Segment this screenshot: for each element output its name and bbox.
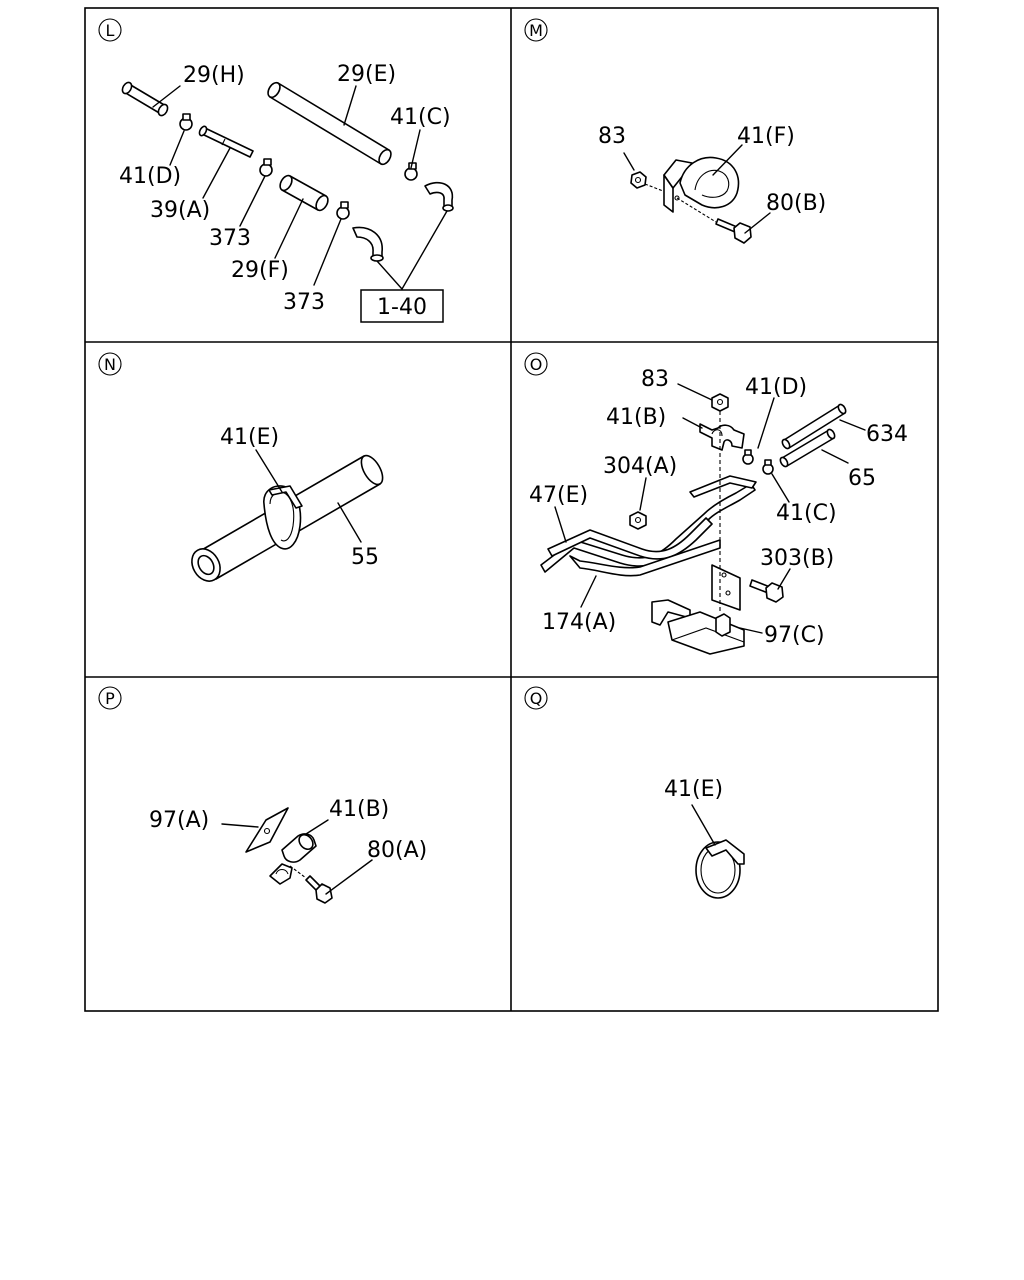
- label-373-a: 373: [209, 226, 251, 251]
- reference-box-label: 1-40: [377, 295, 427, 320]
- label-29h: 29(H): [183, 63, 245, 88]
- label-41d: 41(D): [745, 375, 807, 400]
- nut-83: [630, 171, 647, 189]
- panel-letter-badge: N: [98, 352, 122, 376]
- bolt-303b: [749, 579, 784, 603]
- label-80b: 80(B): [766, 191, 826, 216]
- label-47e: 47(E): [529, 483, 588, 508]
- svg-text:N: N: [104, 355, 116, 374]
- label-41d: 41(D): [119, 164, 181, 189]
- bracket-41f: [663, 156, 740, 213]
- leader-lines-n: [255, 449, 362, 543]
- leader-lines-q: [691, 804, 716, 846]
- panel-o: O: [524, 352, 908, 655]
- clamp-41d: [179, 113, 193, 131]
- label-634: 634: [866, 422, 908, 447]
- elbow-pipe-upper: [424, 181, 454, 212]
- clamp-373-b: [336, 201, 350, 220]
- panel-letter-badge: M: [524, 18, 548, 42]
- bolt-80b: [715, 218, 752, 244]
- leader-lines-m: [623, 144, 771, 234]
- leader-lines-p: [221, 819, 373, 895]
- label-97c: 97(C): [764, 623, 825, 648]
- pipe-65: [779, 428, 836, 468]
- label-41e: 41(E): [220, 425, 279, 450]
- clamp-373-a: [259, 158, 273, 177]
- clip-41b: [699, 423, 745, 451]
- label-174a: 174(A): [542, 610, 616, 635]
- label-41f: 41(F): [737, 124, 795, 149]
- svg-text:P: P: [105, 689, 115, 708]
- panel-letter-badge: Q: [524, 686, 548, 710]
- panel-letter-badge: L: [98, 18, 122, 42]
- svg-text:Q: Q: [530, 689, 543, 708]
- hose-29h: [121, 81, 169, 117]
- label-83: 83: [641, 367, 669, 392]
- panel-letter-badge: P: [98, 686, 122, 710]
- label-304a: 304(A): [603, 454, 677, 479]
- clip-41b: [269, 833, 317, 885]
- label-41b: 41(B): [606, 405, 666, 430]
- panel-letter-badge: O: [524, 352, 548, 376]
- clamp-41c: [762, 459, 774, 475]
- panel-p: P 97(A) 41(B) 80(A): [98, 686, 427, 904]
- reference-box: 1-40: [360, 289, 444, 323]
- label-373-b: 373: [283, 290, 325, 315]
- label-41e: 41(E): [664, 777, 723, 802]
- pipe-634: [781, 403, 847, 450]
- label-39a: 39(A): [150, 198, 210, 223]
- label-55: 55: [351, 545, 379, 570]
- hose-29e: [267, 81, 392, 166]
- label-29f: 29(F): [231, 258, 289, 283]
- label-29e: 29(E): [337, 62, 396, 87]
- label-41c: 41(C): [390, 105, 451, 130]
- clamp-41d: [742, 449, 754, 465]
- clamp-41e: [263, 485, 303, 550]
- label-80a: 80(A): [367, 838, 427, 863]
- label-83: 83: [598, 124, 626, 149]
- svg-text:O: O: [530, 355, 543, 374]
- leader-lines-o: [554, 383, 866, 634]
- svg-text:M: M: [529, 21, 543, 40]
- bracket-97c: [651, 564, 745, 655]
- pipe-39a: [198, 125, 254, 158]
- plate-97a: [245, 807, 289, 853]
- panel-n: N 41(E) 55: [98, 352, 384, 582]
- panel-l: L: [98, 18, 454, 323]
- label-303b: 303(B): [760, 546, 834, 571]
- svg-text:L: L: [106, 21, 115, 40]
- panel-m: M 83 41(F) 80(B): [524, 18, 826, 244]
- clamp-41e: [695, 839, 745, 899]
- hose-29f: [279, 174, 329, 212]
- label-97a: 97(A): [149, 808, 209, 833]
- bolt-80a: [305, 875, 333, 904]
- grid-frame: [84, 7, 939, 1012]
- label-41c: 41(C): [776, 501, 837, 526]
- panel-q: Q 41(E): [524, 686, 745, 899]
- nut-304a: [629, 511, 647, 530]
- label-65: 65: [848, 466, 876, 491]
- label-41b: 41(B): [329, 797, 389, 822]
- elbow-pipe-lower: [352, 226, 384, 262]
- nut-83: [711, 393, 729, 412]
- leader-lines-l: [152, 85, 448, 290]
